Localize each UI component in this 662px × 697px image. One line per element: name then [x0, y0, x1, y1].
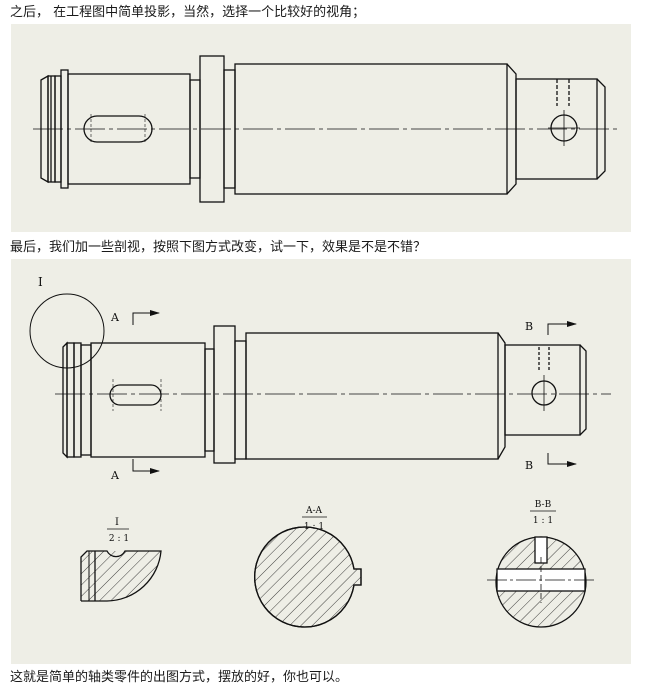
section-a-top-arrow [132, 310, 160, 325]
section-a-view-scale: 1 : 1 [304, 522, 324, 532]
section-a-top-label: A [110, 311, 120, 324]
intro-caption: 之后， 在工程图中简单投影，当然，选择一个比较好的视角； [10, 5, 366, 20]
section-b-bottom-label: B [525, 459, 533, 472]
section-b-top-label: B [525, 320, 533, 333]
section-a-bottom-arrow [132, 459, 160, 474]
sectioned-drawing-figure: I A A B B I [11, 259, 631, 664]
section-b-bottom-arrow [547, 453, 577, 467]
section-b-shape [487, 536, 596, 628]
section-b-top-arrow [547, 321, 577, 335]
detail-view-shape [80, 550, 162, 602]
detail-circle-label: I [38, 275, 43, 289]
middle-caption: 最后，我们加一些剖视，按照下图方式改变，试一下，效果是不是不错？ [10, 240, 427, 255]
shaft-projection-drawing [33, 55, 621, 203]
section-b-view-scale: 1 : 1 [533, 516, 553, 526]
section-a-bottom-label: A [110, 469, 120, 482]
section-b-view-name: B-B [535, 500, 552, 510]
outro-caption: 这就是简单的轴类零件的出图方式，摆放的好，你也可以。 [10, 670, 349, 685]
section-a-shape [254, 526, 362, 628]
detail-view-scale: 2 : 1 [109, 534, 129, 544]
shaft-projection-figure [11, 24, 631, 232]
detail-view-name: I [115, 517, 119, 528]
sectioned-drawing: I A A B B I [29, 275, 611, 628]
section-a-view-name: A-A [305, 506, 323, 516]
